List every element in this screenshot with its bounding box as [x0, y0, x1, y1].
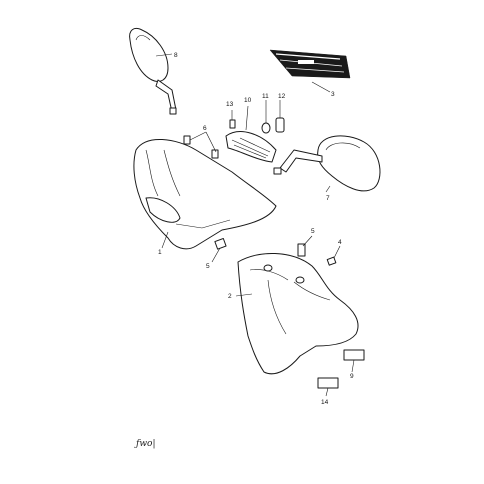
pad-14 — [317, 377, 339, 389]
callout-14: 14 — [321, 399, 329, 406]
screw-5-upper — [297, 243, 306, 257]
screw-5-lower — [214, 238, 227, 250]
callout-5-lower: 5 — [206, 263, 210, 270]
lamp-lens — [225, 131, 277, 163]
lower-cover — [237, 253, 359, 375]
callout-7: 7 — [326, 195, 330, 202]
signature: ƒwo| — [134, 439, 156, 449]
callout-12: 12 — [278, 93, 286, 100]
callout-9: 9 — [350, 373, 354, 380]
front-cover — [133, 135, 277, 250]
callout-3: 3 — [331, 91, 335, 98]
callout-6: 6 — [203, 125, 207, 132]
callout-8: 8 — [174, 52, 178, 59]
pad-9 — [343, 349, 365, 361]
screw-4 — [326, 256, 337, 266]
bulb-and-socket — [261, 117, 285, 134]
left-mirror — [129, 27, 177, 115]
callout-11: 11 — [262, 93, 269, 100]
right-mirror — [273, 135, 381, 192]
callout-10: 10 — [244, 97, 252, 104]
leader-lines — [155, 53, 355, 397]
callout-4: 4 — [338, 239, 342, 246]
callout-2: 2 — [228, 293, 232, 300]
callout-1: 1 — [158, 249, 162, 256]
callout-13: 13 — [226, 101, 234, 108]
decal-emblem — [269, 49, 351, 79]
callout-5-upper: 5 — [311, 228, 315, 235]
screw-13 — [229, 119, 236, 129]
